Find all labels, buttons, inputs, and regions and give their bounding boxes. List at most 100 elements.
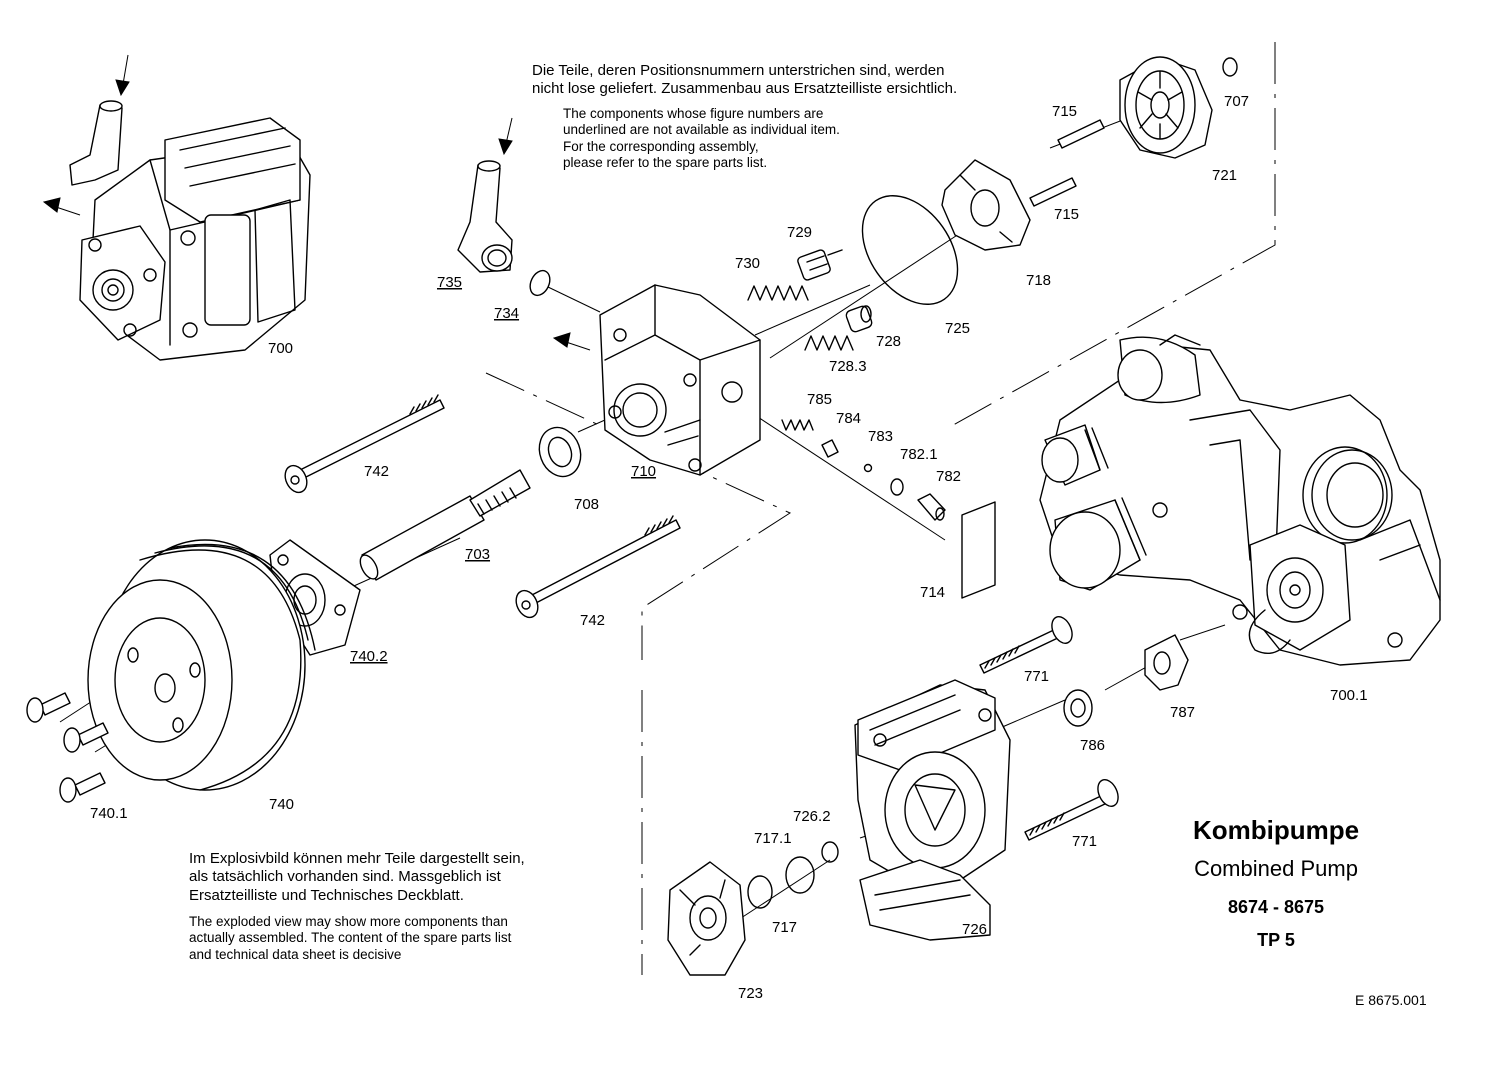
label-740-1: 740.1: [90, 805, 128, 822]
rotor-set-721: [1119, 56, 1213, 159]
note-line: als tatsächlich vorhanden sind. Massgebl…: [189, 868, 501, 886]
note-line: For the corresponding assembly,: [563, 138, 759, 154]
part-number-labels: 700 735 734 730 729 715 707 721 715 718 …: [90, 93, 1368, 1002]
label-714: 714: [920, 584, 945, 601]
piston-784: [821, 439, 839, 458]
note-line: Im Explosivbild können mehr Teile darges…: [189, 850, 525, 867]
label-742-lower: 742: [580, 612, 605, 629]
pin-715-upper: [1057, 119, 1105, 149]
label-721: 721: [1212, 167, 1237, 184]
o-ring-707: [1222, 57, 1238, 77]
bolt-771-upper: [979, 616, 1073, 674]
housing-726: [854, 679, 1011, 941]
label-787: 787: [1170, 704, 1195, 721]
label-782-1: 782.1: [900, 446, 938, 463]
plug-728: [845, 305, 873, 333]
drive-shaft-703: [359, 469, 531, 581]
bolt-742-upper: [284, 394, 445, 494]
label-771-upper: 771: [1024, 668, 1049, 685]
pressure-plate-723: [667, 861, 746, 976]
label-783: 783: [868, 428, 893, 445]
housing-cover-710: [599, 284, 761, 476]
title-en: Combined Pump: [1194, 856, 1358, 881]
ball-783: [863, 463, 873, 473]
drawing-reference: E 8675.001: [1355, 992, 1427, 1008]
label-730: 730: [735, 255, 760, 272]
label-726-2: 726.2: [793, 808, 831, 825]
label-725: 725: [945, 320, 970, 337]
label-784: 784: [836, 410, 861, 427]
note-line: and technical data sheet is decisive: [189, 946, 402, 962]
label-734: 734: [494, 305, 519, 322]
pin-715-lower: [1029, 177, 1077, 207]
inlet-fitting-735: [457, 160, 513, 273]
label-742-upper: 742: [364, 463, 389, 480]
plug-782: [917, 493, 946, 521]
label-786: 786: [1080, 737, 1105, 754]
spring-728-3: [804, 335, 854, 351]
note-line: The exploded view may show more componen…: [189, 914, 508, 929]
label-782: 782: [936, 468, 961, 485]
tandem-pump-700-1: [1039, 334, 1441, 666]
note-line: Ersatzteilliste und Technisches Deckblat…: [189, 886, 464, 904]
label-703: 703: [465, 546, 490, 563]
note-underlined-parts-en: The components whose figure numbers are …: [563, 106, 840, 172]
flow-arrow-icon: [42, 54, 130, 216]
label-715-upper: 715: [1052, 103, 1077, 120]
bolt-771-lower: [1024, 779, 1119, 841]
shaft-seal-708: [538, 426, 582, 478]
label-718: 718: [1026, 272, 1051, 289]
label-717-1: 717.1: [754, 830, 792, 847]
label-710: 710: [631, 463, 656, 480]
note-line: underlined are not available as individu…: [563, 122, 840, 138]
label-707: 707: [1224, 93, 1249, 110]
label-740-2: 740.2: [350, 648, 388, 665]
model-range: 8674 - 8675: [1227, 897, 1325, 917]
gasket-725: [861, 195, 959, 305]
note-exploded-view-de: Im Explosivbild können mehr Teile darges…: [189, 850, 525, 905]
label-785: 785: [807, 391, 832, 408]
valve-729: [797, 249, 843, 281]
spring-785: [781, 419, 814, 431]
note-line: actually assembled. The content of the s…: [189, 930, 512, 946]
label-plate-714: [961, 501, 996, 599]
note-line: Die Teile, deren Positionsnummern unters…: [532, 62, 945, 79]
seal-786: [1063, 689, 1093, 727]
spring-730: [747, 285, 809, 301]
o-ring-717: [747, 875, 773, 909]
screw-740-1-c: [59, 772, 106, 803]
note-underlined-parts-de: Die Teile, deren Positionsnummern unters…: [532, 62, 957, 99]
label-700: 700: [268, 340, 293, 357]
pump-assembly-700: [69, 100, 311, 361]
screw-740-1-a: [26, 692, 71, 723]
label-729: 729: [787, 224, 812, 241]
bolt-742-lower: [515, 515, 681, 619]
pressure-plate-718: [941, 159, 1031, 251]
pulley-740: [87, 539, 316, 791]
label-771-lower: 771: [1072, 833, 1097, 850]
label-717: 717: [772, 919, 797, 936]
coupling-787: [1144, 634, 1189, 691]
label-700-1: 700.1: [1330, 687, 1368, 704]
o-ring-782-1: [890, 478, 904, 496]
label-726: 726: [962, 921, 987, 938]
label-740: 740: [269, 796, 294, 813]
label-728: 728: [876, 333, 901, 350]
flow-arrow-icon: [552, 332, 591, 351]
note-line: nicht lose geliefert. Zusammenbau aus Er…: [532, 80, 958, 98]
note-line: The components whose figure numbers are: [563, 106, 824, 121]
tp-code: TP 5: [1257, 930, 1295, 950]
o-ring-717-1: [785, 856, 815, 894]
label-715-lower: 715: [1054, 206, 1079, 223]
flow-arrow-icon: [498, 117, 513, 156]
note-line: please refer to the spare parts list.: [563, 155, 768, 171]
label-708: 708: [574, 496, 599, 513]
o-ring-726-2: [821, 841, 839, 863]
screw-740-1-b: [63, 722, 109, 753]
o-ring-734: [529, 269, 551, 297]
title-de: Kombipumpe: [1192, 815, 1360, 845]
label-723: 723: [738, 985, 763, 1002]
label-728-3: 728.3: [829, 358, 867, 375]
note-exploded-view-en: The exploded view may show more componen…: [189, 914, 511, 963]
